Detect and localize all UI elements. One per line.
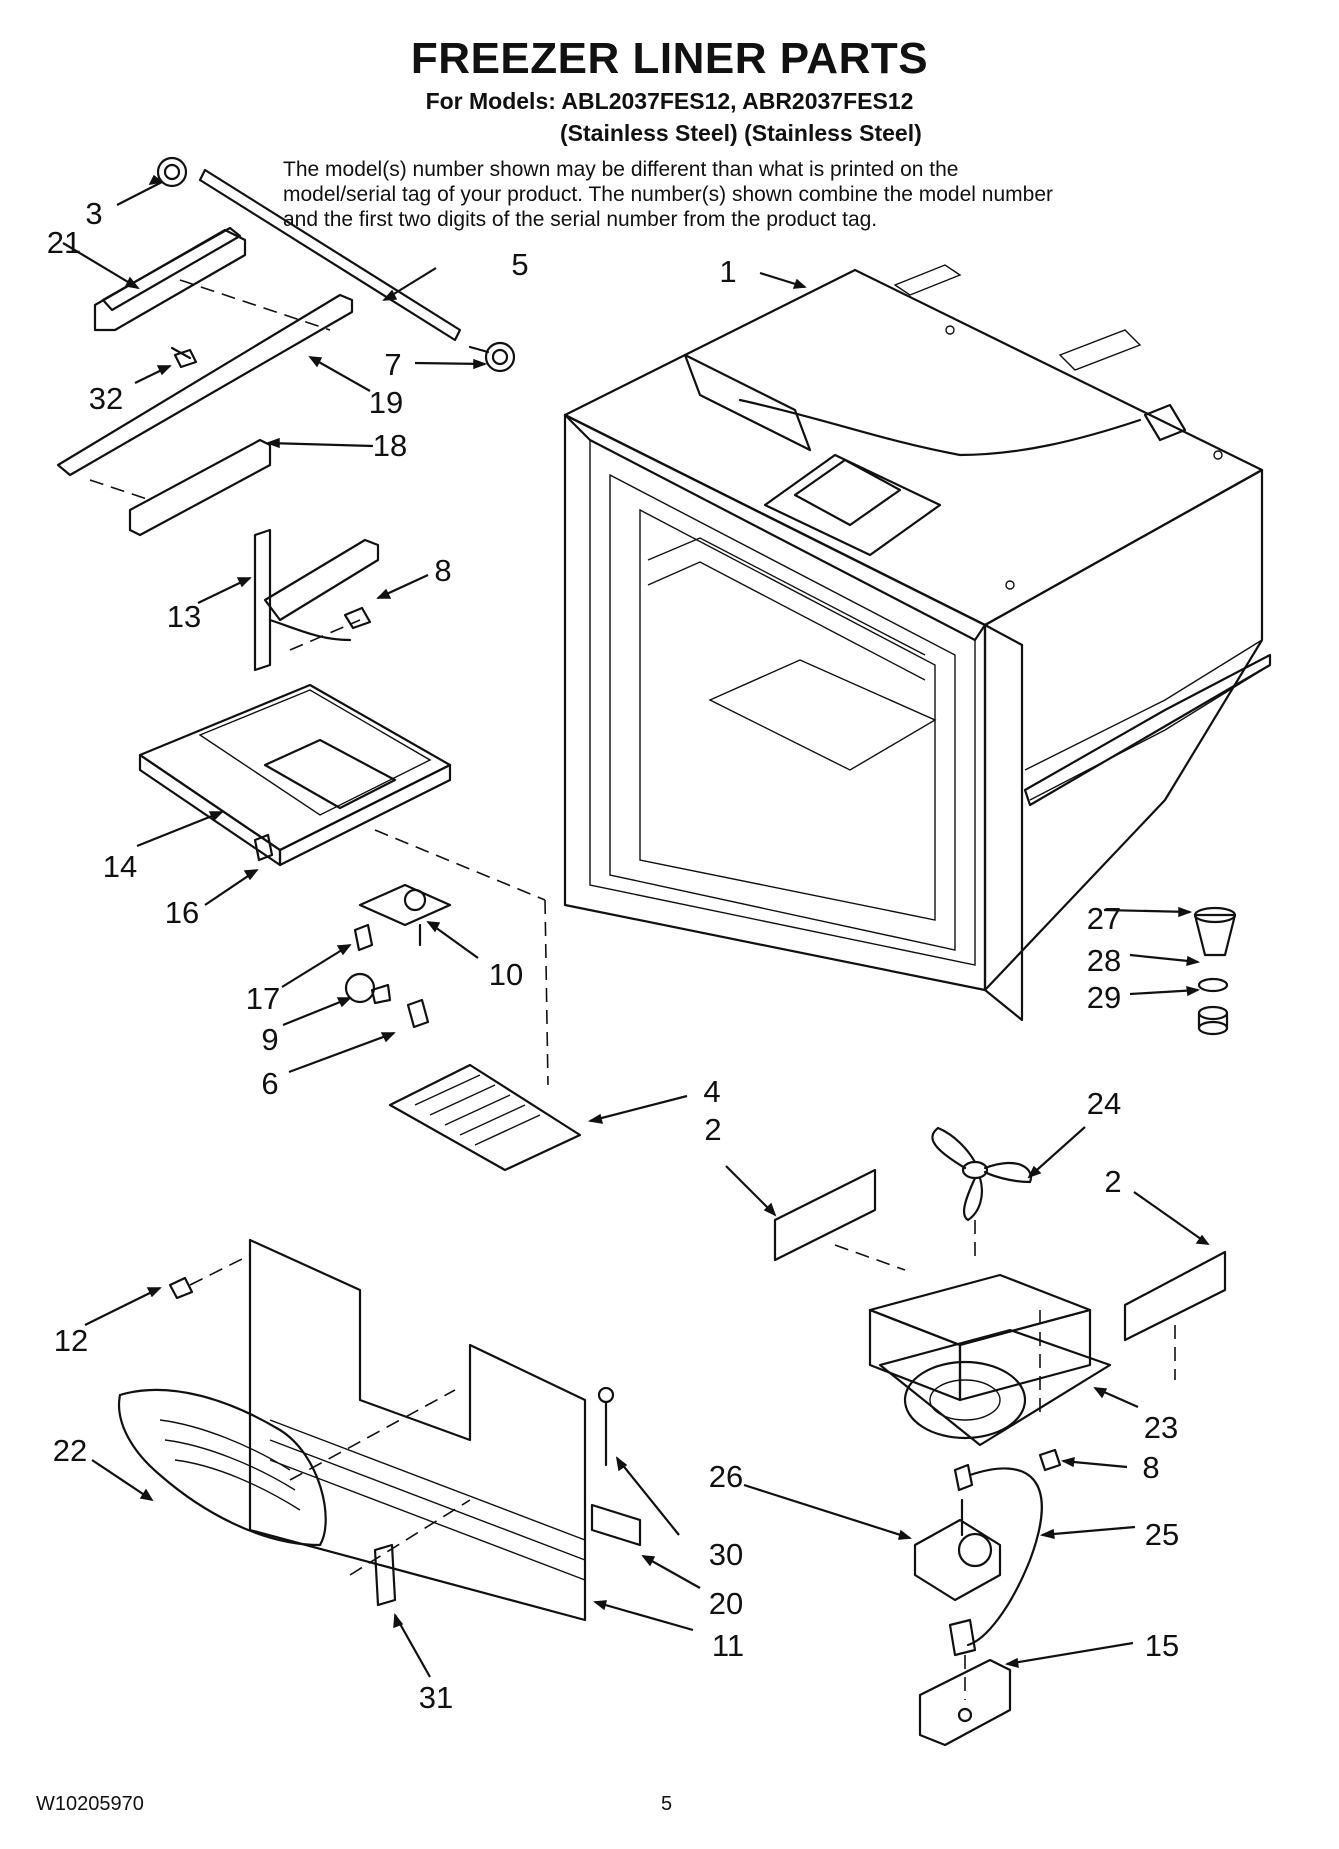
callout-20: 20: [709, 1586, 743, 1621]
callout-11: 11: [712, 1628, 744, 1663]
callout-28: 28: [1087, 943, 1121, 978]
callout-14: 14: [103, 849, 137, 884]
fan-motor-drawing: [913, 1448, 1062, 1747]
page-title: FREEZER LINER PARTS: [410, 34, 929, 83]
page-number: 5: [661, 1793, 673, 1815]
callout-22: 22: [53, 1433, 87, 1468]
parts-27-28-29-drawing: [1193, 906, 1237, 1036]
gaskets-2-drawing: [773, 1168, 1227, 1380]
freezer-liner-drawing: [563, 264, 1272, 1022]
callout-27: 27: [1087, 901, 1121, 936]
fan-shroud-23-drawing: [868, 1273, 1112, 1447]
callout-17: 17: [246, 981, 280, 1016]
model-finish: (Stainless Steel) (Stainless Steel): [560, 120, 922, 146]
light-shield-4-drawing: [388, 1063, 582, 1172]
callout-12: 12: [54, 1323, 88, 1358]
callout-31: 31: [419, 1680, 453, 1715]
callout-9: 9: [261, 1022, 278, 1057]
callout-16: 16: [165, 895, 199, 930]
callout-5: 5: [511, 247, 528, 282]
leader-lines: [62, 174, 1210, 1678]
callout-13: 13: [167, 599, 201, 634]
callout-2-right: 2: [1104, 1164, 1121, 1199]
housing-14-drawing: [138, 683, 546, 901]
model-number-note: The model(s) number shown may be differe…: [283, 158, 1053, 231]
callout-24: 24: [1087, 1086, 1121, 1121]
callout-23: 23: [1144, 1410, 1178, 1445]
callout-15: 15: [1145, 1628, 1179, 1663]
callout-18: 18: [373, 428, 407, 463]
model-numbers: For Models: ABL2037FES12, ABR2037FES12: [425, 88, 914, 114]
document-number: W10205970: [36, 1793, 144, 1815]
callout-4: 4: [703, 1074, 720, 1109]
callout-7: 7: [384, 347, 401, 382]
fan-blade-24-drawing: [931, 1126, 1033, 1260]
evaporator-cover-11-drawing: [168, 1238, 642, 1622]
callout-8-lower: 8: [1142, 1450, 1159, 1485]
rail-and-rod-drawings: [56, 156, 516, 537]
callout-19: 19: [369, 385, 403, 420]
callout-3: 3: [85, 196, 102, 231]
grille-22-drawing: [117, 1388, 327, 1547]
callout-10: 10: [489, 957, 523, 992]
callout-26: 26: [709, 1459, 743, 1494]
callout-8-upper: 8: [434, 553, 451, 588]
callout-numbers: 1 2 2 3 4 5 6 7 8 8 9 10 11 12 13 14 15 …: [47, 196, 1179, 1715]
callout-21: 21: [47, 225, 81, 260]
callout-1: 1: [719, 254, 736, 289]
callout-30: 30: [709, 1537, 743, 1572]
bracket-13-drawing: [253, 528, 380, 672]
callout-6: 6: [261, 1066, 278, 1101]
callout-32: 32: [89, 381, 123, 416]
callout-25: 25: [1145, 1517, 1179, 1552]
callout-29: 29: [1087, 980, 1121, 1015]
light-parts-drawing: [344, 883, 549, 1086]
callout-2-left: 2: [704, 1112, 721, 1147]
